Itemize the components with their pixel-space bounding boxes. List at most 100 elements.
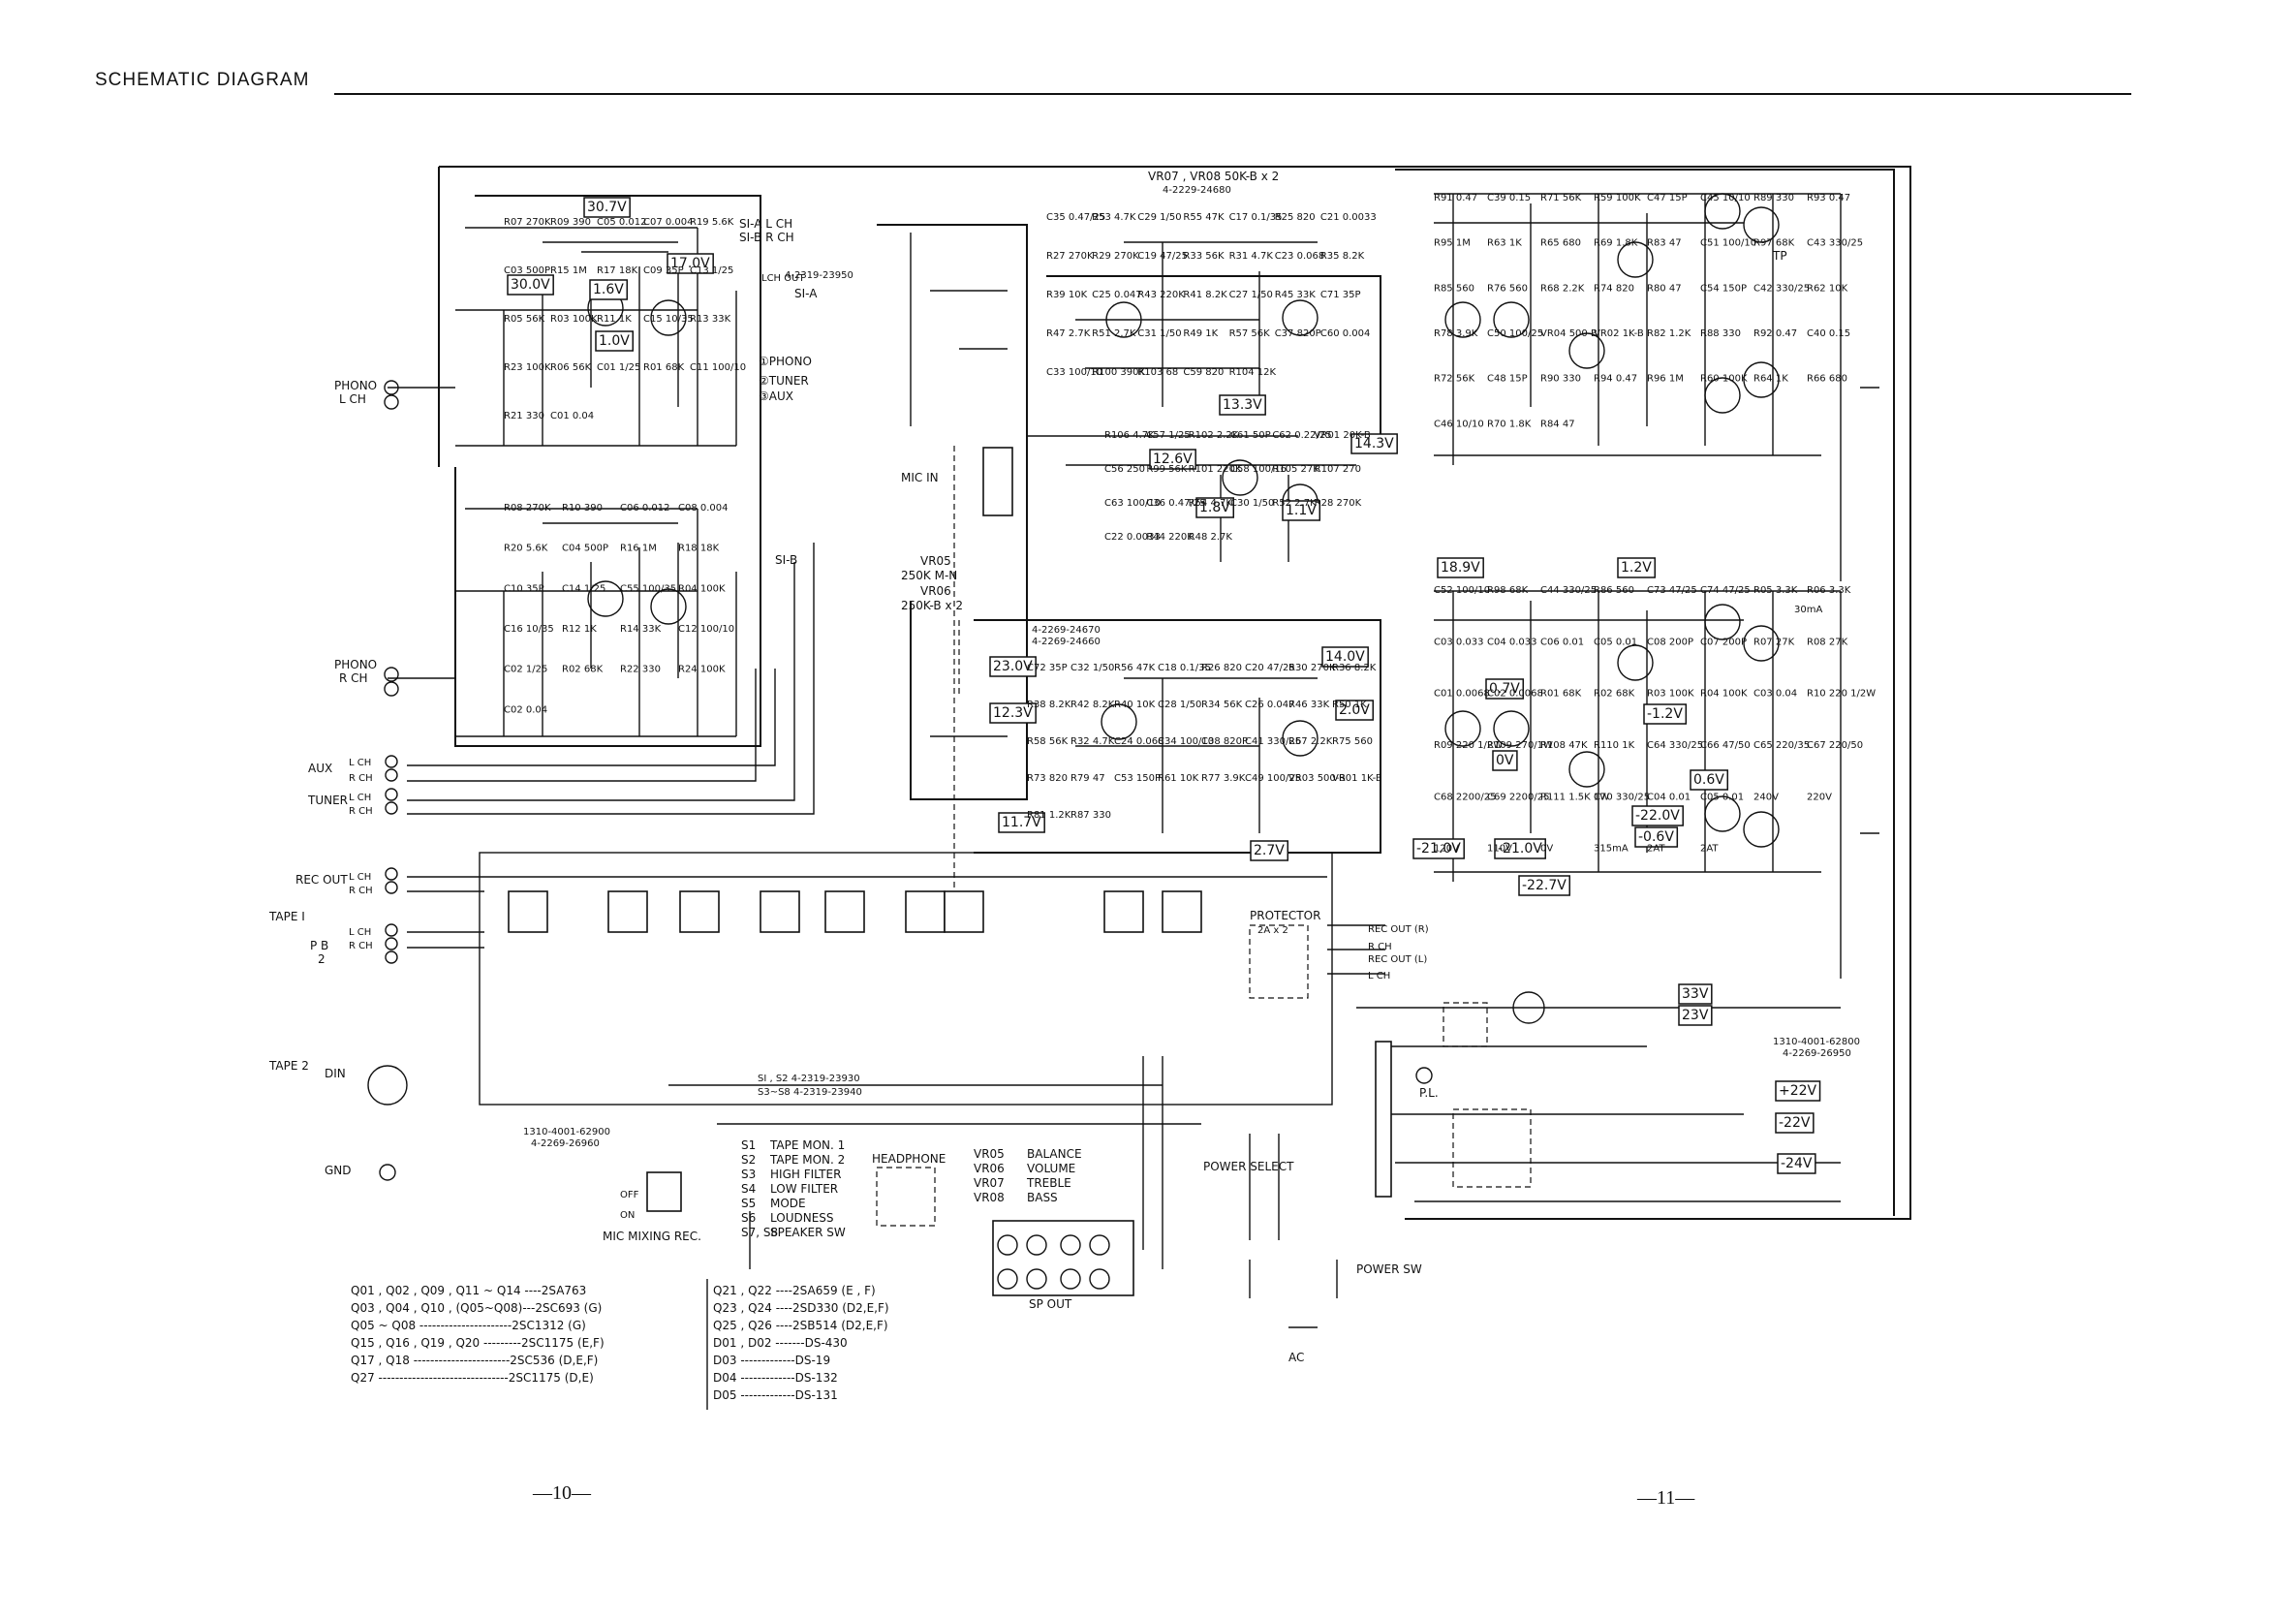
- function-legend-ref: S5: [741, 1197, 756, 1210]
- component-label: R110 1K: [1594, 740, 1635, 751]
- component-label: C18 0.1/35: [1158, 663, 1211, 673]
- component-label: 315mA: [1594, 844, 1629, 855]
- component-label: C67 220/50: [1807, 740, 1863, 751]
- component-label: C01 0.0068: [1434, 689, 1490, 700]
- component-label: C14 1/25: [562, 583, 605, 594]
- page-number-right: —11—: [1637, 1487, 1695, 1509]
- function-legend-name: HIGH FILTER: [770, 1168, 841, 1181]
- component-label: C69 2200/25: [1487, 792, 1549, 802]
- voltage-box-box: [1777, 1153, 1816, 1174]
- vr-legend-name: BASS: [1027, 1191, 1058, 1204]
- board-label-s1b-tag: SI-B: [775, 553, 797, 567]
- component-label: R38 8.2K: [1027, 700, 1071, 710]
- board-label-mic-in: MIC IN: [901, 471, 939, 484]
- component-label: R01 68K: [643, 362, 685, 373]
- component-label: R106 4.7K: [1104, 430, 1155, 441]
- io-label-pb: P B: [310, 939, 328, 952]
- component-label: R62 10K: [1807, 283, 1848, 294]
- component-label: R82 1.2K: [1647, 328, 1691, 339]
- voltage-box: 2.0V: [1339, 702, 1370, 718]
- component-label: R84 47: [1540, 419, 1575, 429]
- component-label: R54 4.7K: [1189, 498, 1233, 509]
- io-label-pb2: 2: [318, 952, 326, 966]
- component-label: R16 1M: [620, 544, 657, 554]
- component-label: R47 2.7K: [1046, 328, 1091, 339]
- board-label-ma30: 30mA: [1794, 605, 1822, 615]
- component-label: R09 390: [550, 217, 591, 228]
- component-label: C51 100/10: [1700, 238, 1756, 249]
- component-label: C02 0.0068: [1487, 689, 1543, 700]
- component-label: R64 1K: [1753, 374, 1788, 385]
- component-label: C55 100/35: [620, 583, 676, 594]
- component-label: R13 33K: [690, 314, 731, 325]
- voltage-box-box: [989, 656, 1037, 677]
- component-label: R88 330: [1700, 328, 1741, 339]
- voltage-box: 23V: [1682, 1008, 1709, 1023]
- component-label: C02 1/25: [504, 665, 547, 675]
- board-label-mic-mixing: MIC MIXING REC.: [603, 1230, 701, 1243]
- component-label: C40 0.15: [1807, 328, 1850, 339]
- voltage-box-box: [1775, 1112, 1815, 1134]
- voltage-box-box: [1219, 394, 1266, 416]
- component-label: R44 220K: [1146, 532, 1194, 543]
- component-label: C05 0.012: [597, 217, 647, 228]
- vr-legend-name: BALANCE: [1027, 1147, 1082, 1161]
- component-label: R52 2.7K: [1272, 498, 1317, 509]
- parts-legend-right-line: D03 -------------DS-19: [713, 1354, 830, 1367]
- component-label: R51 2.7K: [1092, 328, 1136, 339]
- component-label: C25 0.047: [1092, 290, 1142, 300]
- component-label: R85 560: [1434, 283, 1474, 294]
- parts-legend-left-line: Q01 , Q02 , Q09 , Q11 ~ Q14 ----2SA763: [351, 1284, 586, 1297]
- voltage-box: -21.0V: [1498, 841, 1542, 857]
- component-label: R104 12K: [1229, 367, 1277, 378]
- component-label: R83 47: [1647, 238, 1682, 249]
- component-label: C10 35P: [504, 583, 544, 594]
- component-label: C20 47/25: [1245, 663, 1295, 673]
- voltage-box: 0.7V: [1489, 681, 1520, 697]
- io-label-gnd: GND: [325, 1164, 352, 1177]
- component-label: R67 2.2K: [1288, 736, 1333, 747]
- voltage-box: 33V: [1682, 986, 1709, 1002]
- io-label-phono-l-ch: L CH: [339, 392, 366, 406]
- voltage-box-box: [1282, 500, 1321, 521]
- jack-channel-label-4: L CH: [349, 872, 371, 883]
- component-label: C53 150P: [1114, 773, 1161, 784]
- component-label: R70 1.8K: [1487, 419, 1532, 429]
- component-label: C37 820P: [1275, 328, 1321, 339]
- vr-legend-name: TREBLE: [1026, 1176, 1071, 1190]
- function-legend-ref: S6: [741, 1211, 756, 1225]
- voltage-box-box: [1631, 805, 1684, 826]
- board-label-s1a-tag: SI-A: [794, 287, 818, 300]
- component-label: R59 100K: [1594, 193, 1641, 203]
- function-legend-name: TAPE MON. 1: [769, 1138, 845, 1152]
- component-label: C41 330/25: [1245, 736, 1301, 747]
- component-label: R97 68K: [1753, 238, 1795, 249]
- vr-legend-ref: VR06: [974, 1162, 1005, 1175]
- jack-channel-label-2: L CH: [349, 793, 371, 803]
- component-label: R45 33K: [1275, 290, 1317, 300]
- component-label: R102 2.2K: [1189, 430, 1239, 441]
- component-label: C44 330/25: [1540, 585, 1597, 596]
- board-label-part-23950: 4-2319-23950: [785, 270, 853, 281]
- component-label: R74 820: [1594, 283, 1634, 294]
- component-label: R07 270K: [504, 217, 551, 228]
- voltage-box-box: [1690, 769, 1729, 791]
- voltage-box: -1.2V: [1647, 706, 1683, 722]
- component-label: R55 47K: [1183, 212, 1225, 223]
- io-label-phono-r: PHONO: [334, 658, 377, 671]
- board-label-part-24670: 4-2269-24670: [1032, 625, 1101, 636]
- component-label: VR01 20K-B: [1315, 430, 1371, 441]
- component-label: R77 3.9K: [1201, 773, 1246, 784]
- voltage-box-box: [1775, 1080, 1821, 1102]
- component-label: C04 0.01: [1647, 792, 1691, 802]
- function-legend-name: LOW FILTER: [770, 1182, 838, 1196]
- board-label-protector-val: 2A x 2: [1257, 925, 1288, 936]
- parts-legend-right-line: D05 -------------DS-131: [713, 1388, 838, 1402]
- voltage-box-box: [1634, 826, 1679, 848]
- component-label: R19 5.6K: [690, 217, 734, 228]
- component-label: C62 0.22/25: [1272, 430, 1331, 441]
- input-wiring: [367, 380, 815, 1181]
- component-label: R57 56K: [1229, 328, 1271, 339]
- io-label-lch: L CH: [1368, 971, 1390, 981]
- voltage-box-box: [1485, 678, 1525, 700]
